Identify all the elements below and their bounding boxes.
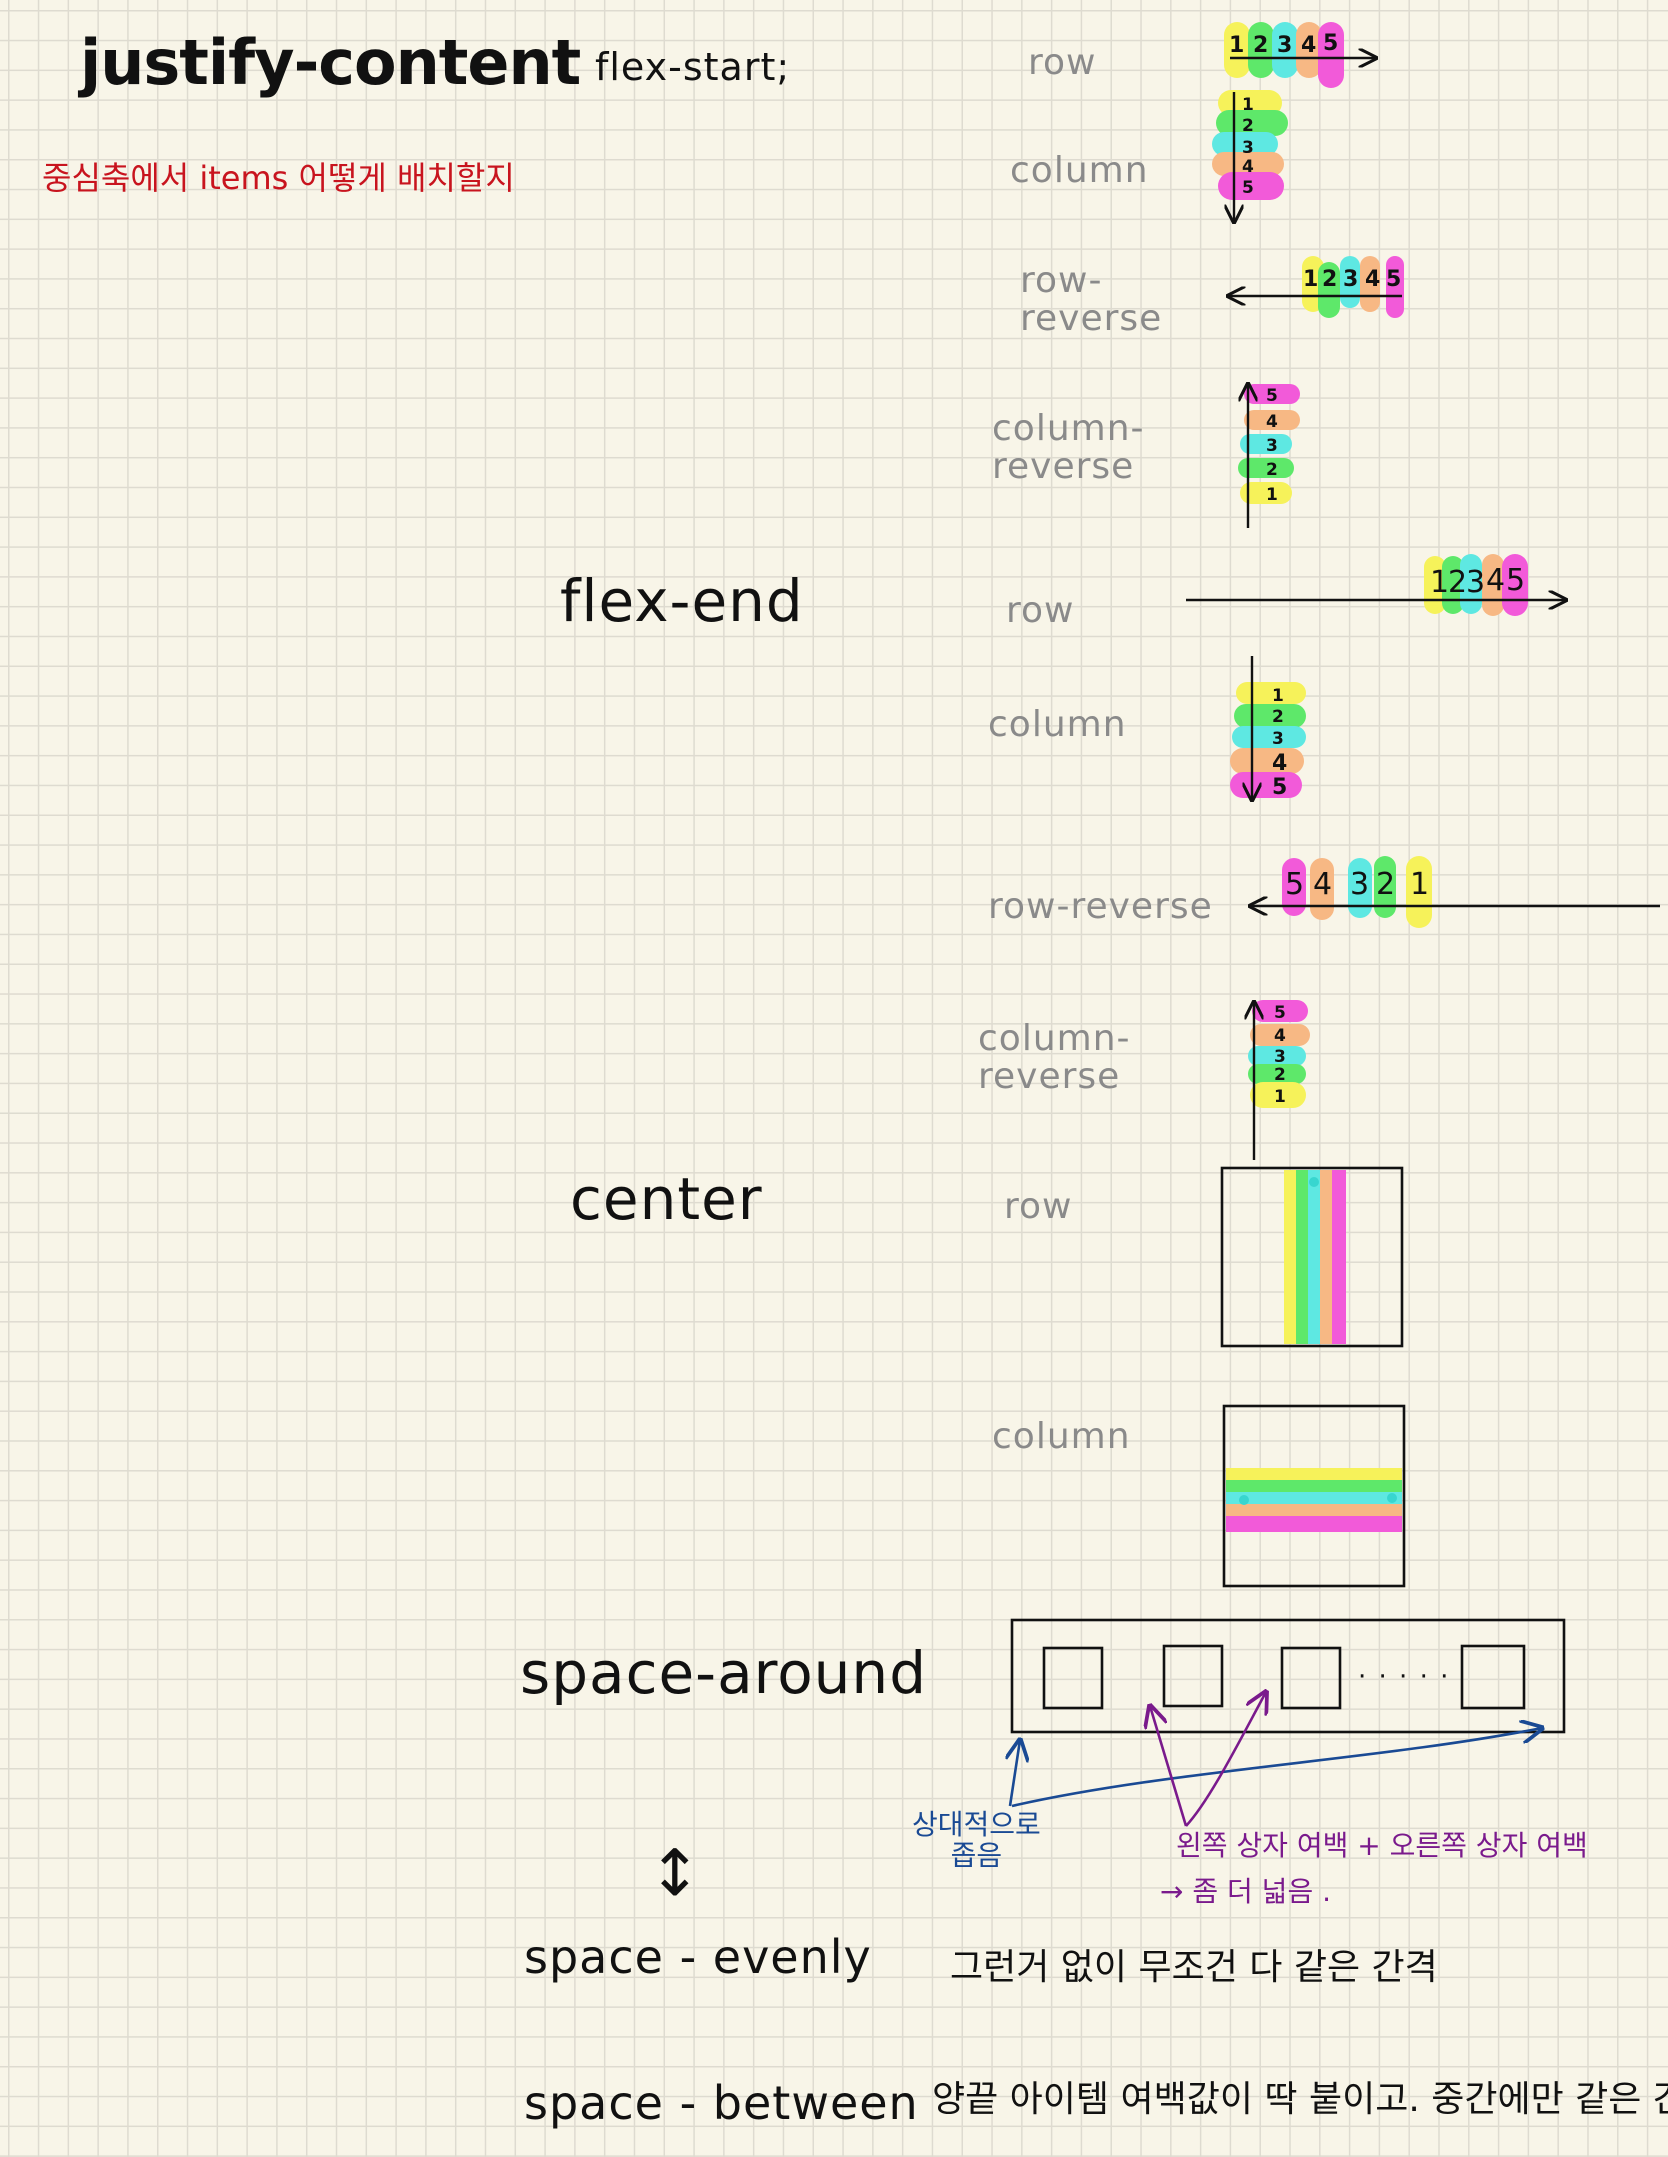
flex-start-column-reverse-label: column- reverse xyxy=(992,408,1145,487)
space-evenly-desc: 그런거 없이 무조건 다 같은 간격 xyxy=(950,1947,1438,1988)
center-column-label: column xyxy=(992,1416,1131,1457)
item-label: 3 xyxy=(1274,1047,1286,1067)
item-label: 4 xyxy=(1272,751,1287,776)
item-label: 5 xyxy=(1242,178,1254,198)
space-between-label: space - between xyxy=(524,2076,919,2130)
margin-note-line-1: 왼쪽 상자 여백 + 오른쪽 상자 여백 xyxy=(1176,1829,1588,1862)
item-label: 2 xyxy=(1253,33,1268,58)
flex-start-column-reverse-diagram: 5 4 3 2 1 xyxy=(1238,384,1300,528)
item-label: 5 xyxy=(1323,31,1338,56)
flex-end-row-reverse-diagram: 5 4 3 2 1 xyxy=(1250,856,1660,928)
space-around-label: space-around xyxy=(520,1639,928,1707)
item-label: 4 xyxy=(1313,867,1332,902)
margin-note-line-2: → 좀 더 넓음 . xyxy=(1160,1875,1332,1908)
item-label: 4 xyxy=(1274,1026,1286,1046)
item-label: 4 xyxy=(1365,267,1380,292)
item-label: 4 xyxy=(1266,412,1278,432)
item-label: 2 xyxy=(1266,460,1278,480)
item-label: 1 xyxy=(1229,33,1244,58)
item-label: 3 xyxy=(1272,729,1284,749)
item-label: 4 xyxy=(1301,33,1316,58)
flex-start-label: flex-start; xyxy=(595,45,791,89)
space-around-diagram xyxy=(1010,1618,1566,1827)
flex-end-row-diagram: 1 2 3 4 5 xyxy=(1186,554,1566,616)
item-label: 1 xyxy=(1266,485,1278,505)
flex-end-column-label: column xyxy=(988,704,1127,745)
page-title: justify-content xyxy=(80,26,581,99)
flex-start-row-reverse-label: row- reverse xyxy=(1020,260,1163,339)
space-between-desc: 양끝 아이템 여백값이 딱 붙이고. 중간에만 같은 간격. xyxy=(932,2079,1668,2120)
ellipsis-dots: · · · · · xyxy=(1358,1662,1451,1692)
center-row-label: row xyxy=(1004,1186,1073,1227)
item-label: 3 xyxy=(1277,33,1292,58)
flex-end-column-reverse-label: column- reverse xyxy=(978,1018,1131,1097)
item-label: 5 xyxy=(1285,867,1304,902)
relative-narrow-note: 상대적으로 좁음 xyxy=(912,1808,1041,1872)
flex-end-row-reverse-label: row-reverse xyxy=(988,886,1213,927)
center-row-diagram xyxy=(1220,1166,1404,1348)
item-label: 3 xyxy=(1343,267,1358,292)
item-label: 1 xyxy=(1303,267,1318,292)
double-arrow-icon: ↕ xyxy=(648,1837,702,1911)
page-subtitle: 중심축에서 items 어떻게 배치할지 xyxy=(42,159,515,197)
item-label: 5 xyxy=(1266,386,1278,406)
item-label: 3 xyxy=(1242,138,1254,158)
item-label: 4 xyxy=(1486,563,1505,598)
item-label: 5 xyxy=(1272,775,1287,800)
item-label: 1 xyxy=(1410,867,1429,902)
center-column-diagram xyxy=(1222,1404,1406,1588)
item-label: 2 xyxy=(1448,565,1467,600)
flex-start-column-diagram: 1 2 3 4 5 xyxy=(1212,90,1288,222)
space-evenly-label: space - evenly xyxy=(524,1930,872,1984)
item-label: 5 xyxy=(1506,563,1525,598)
item-label: 3 xyxy=(1466,565,1485,600)
item-label: 5 xyxy=(1386,267,1401,292)
flex-start-column-label: column xyxy=(1010,150,1149,191)
item-label: 2 xyxy=(1322,267,1337,292)
item-label: 2 xyxy=(1376,867,1395,902)
item-label: 2 xyxy=(1274,1065,1286,1085)
center-label: center xyxy=(570,1165,763,1233)
item-label: 3 xyxy=(1350,867,1369,902)
flex-end-column-reverse-diagram: 5 4 3 2 1 xyxy=(1248,1000,1310,1160)
item-label: 1 xyxy=(1242,95,1254,115)
flex-end-label: flex-end xyxy=(560,567,804,635)
item-label: 1 xyxy=(1272,686,1284,706)
flex-start-row-label: row xyxy=(1028,42,1097,83)
flex-start-row-diagram: 1 2 3 4 5 xyxy=(1224,22,1376,88)
item-label: 1 xyxy=(1430,565,1449,600)
item-label: 4 xyxy=(1242,157,1254,177)
flex-end-column-diagram: 1 2 3 4 5 xyxy=(1230,656,1306,800)
item-label: 5 xyxy=(1274,1003,1286,1023)
flex-end-row-label: row xyxy=(1006,590,1075,631)
item-label: 2 xyxy=(1242,116,1254,136)
item-label: 2 xyxy=(1272,707,1284,727)
item-label: 3 xyxy=(1266,436,1278,456)
item-label: 1 xyxy=(1274,1087,1286,1107)
flex-start-row-reverse-diagram: 1 2 3 4 5 xyxy=(1228,256,1404,318)
